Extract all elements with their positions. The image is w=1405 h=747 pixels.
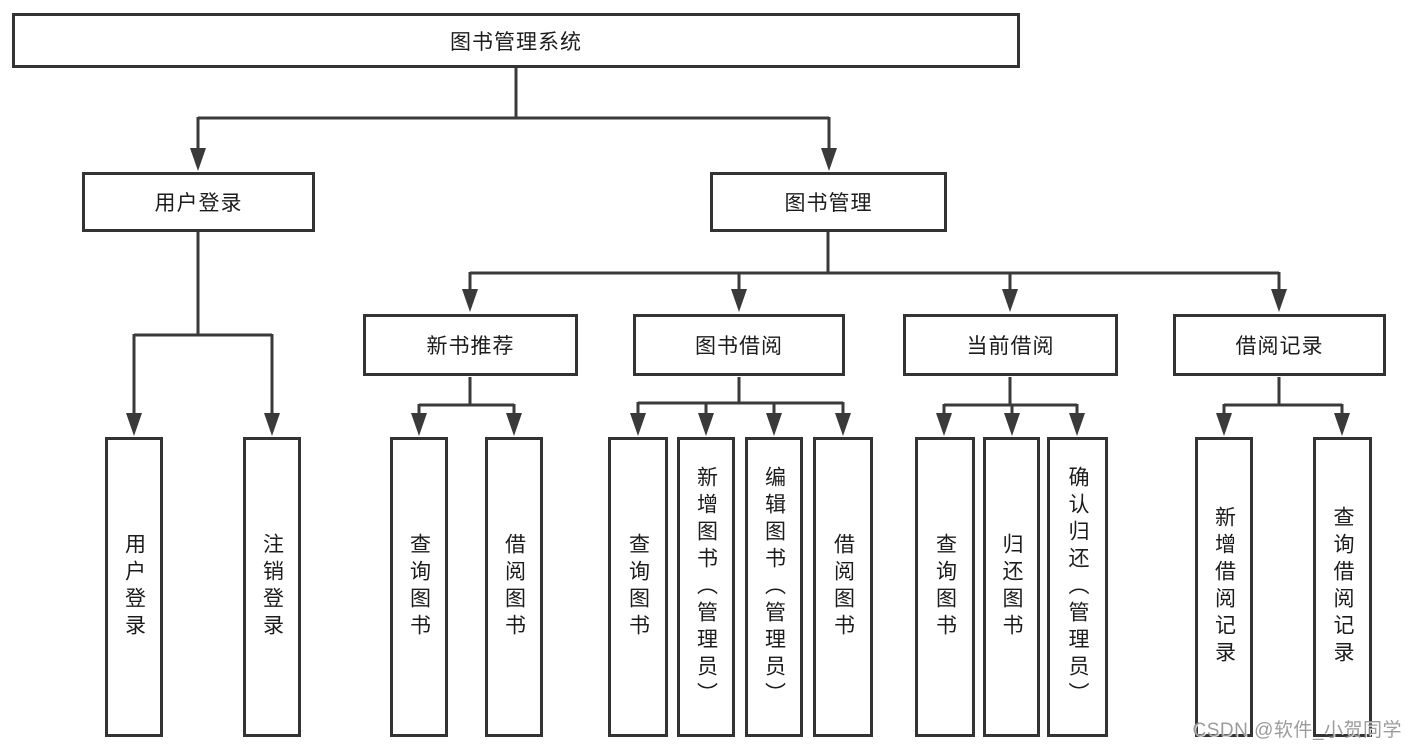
leaf-borrow-book-recommend: 借阅图书 [485,437,543,737]
leaf-query-book-recommend: 查询图书 [390,437,448,737]
leaf-query-book-borrow: 查询图书 [608,437,668,737]
node-label: 图书借阅 [695,335,783,358]
node-label: 查询图书 [626,533,650,641]
leaf-borrow-book: 借阅图书 [813,437,873,737]
node-label: 注销登录 [260,533,284,641]
node-label: 查询借阅记录 [1331,506,1354,668]
node-label: 图书管理 [784,192,873,215]
node-label: 编辑图书（管理员） [762,465,786,709]
node-label: 用户登录 [154,192,243,215]
leaf-return-book: 归还图书 [983,437,1040,737]
leaf-logout: 注销登录 [243,437,301,737]
csdn-watermark: CSDN @软件_小贺同学 [1192,720,1402,741]
node-label: 新增图书（管理员） [694,465,718,709]
leaf-edit-book-admin: 编辑图书（管理员） [745,437,803,737]
node-label: 当前借阅 [966,335,1055,358]
node-label: 图书管理系统 [450,30,582,54]
node-new-book-recommend: 新书推荐 [363,314,578,376]
node-book-management: 图书管理 [710,172,947,232]
node-current-borrow: 当前借阅 [903,314,1118,376]
node-label: 用户登录 [122,533,146,641]
node-label: 新书推荐 [426,335,515,358]
node-label: 查询图书 [407,533,431,641]
leaf-query-borrow-record: 查询借阅记录 [1313,437,1372,737]
leaf-add-book-admin: 新增图书（管理员） [677,437,735,737]
node-label: 确认归还（管理员） [1066,465,1089,709]
leaf-query-book-current: 查询图书 [915,437,975,737]
arrowhead-icons [126,148,1350,436]
node-user-login: 用户登录 [82,172,315,232]
node-label: 借阅图书 [502,533,526,641]
node-borrow-records: 借阅记录 [1173,314,1386,376]
leaf-user-login: 用户登录 [105,437,163,737]
leaf-add-borrow-record: 新增借阅记录 [1195,437,1253,737]
node-root-library-system: 图书管理系统 [12,13,1020,68]
node-label: 查询图书 [933,533,957,641]
node-label: 新增借阅记录 [1212,506,1236,668]
node-label: 借阅记录 [1235,335,1324,358]
leaf-confirm-return-admin: 确认归还（管理员） [1047,437,1108,737]
node-label: 归还图书 [1000,533,1023,641]
node-book-borrow: 图书借阅 [633,314,845,376]
node-label: 借阅图书 [831,533,855,641]
